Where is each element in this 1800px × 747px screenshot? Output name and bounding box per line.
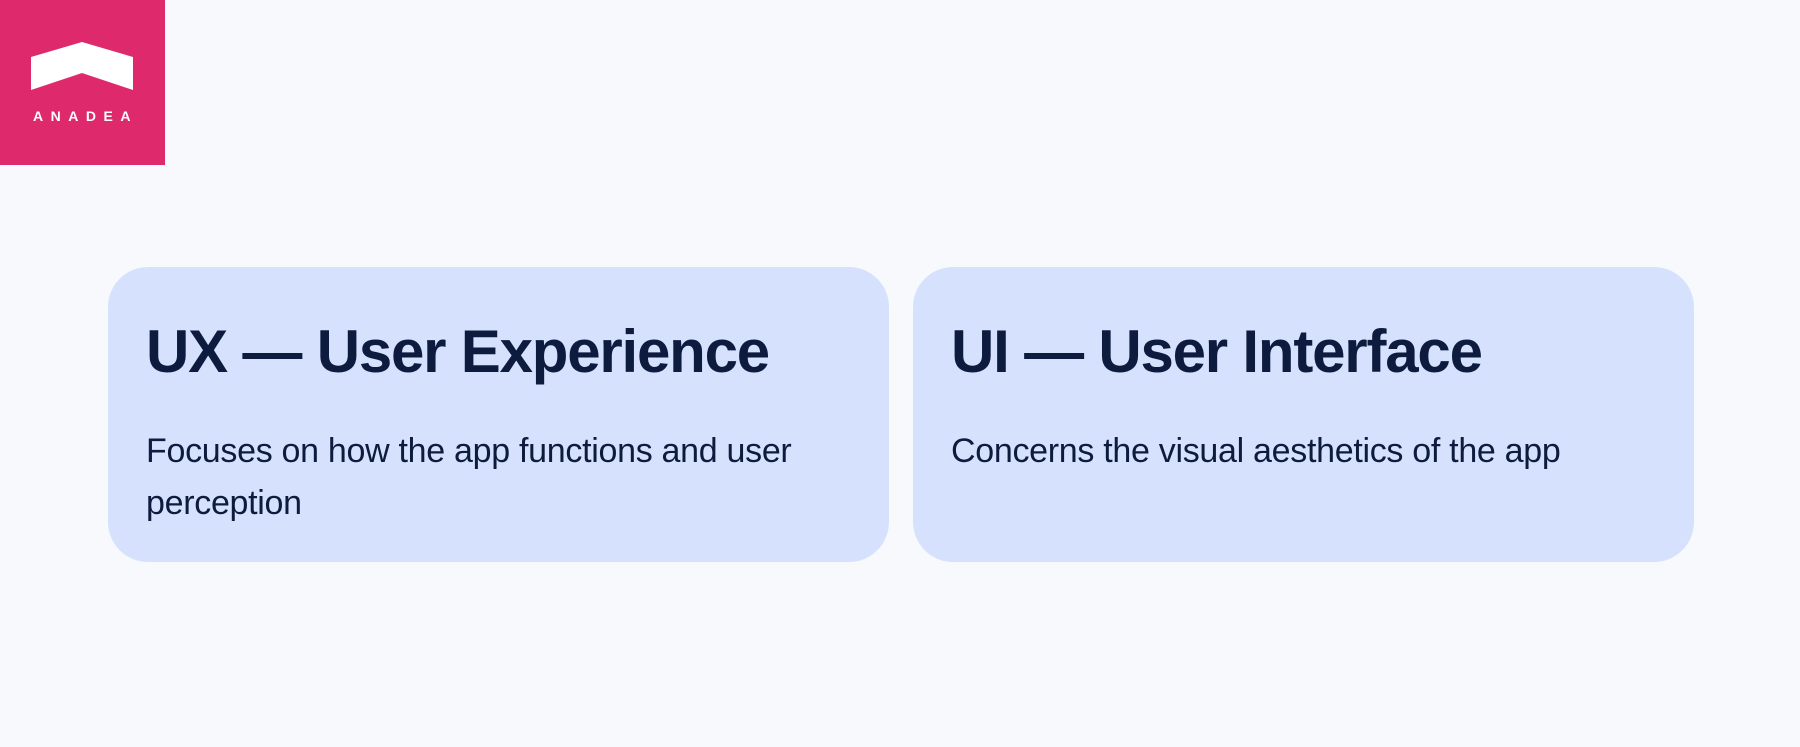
- brand-logo: ANADEA: [0, 0, 165, 165]
- ux-card-title: UX — User Experience: [146, 318, 770, 385]
- ui-card-title: UI — User Interface: [951, 318, 1483, 385]
- chevron-roof-icon: [31, 42, 133, 90]
- ui-card-description: Concerns the visual aesthetics of the ap…: [951, 432, 1561, 470]
- ux-card-description: Focuses on how the app functions and use…: [146, 432, 792, 522]
- brand-name: ANADEA: [33, 108, 138, 124]
- ui-card: UI — User Interface Concerns the visual …: [913, 267, 1694, 562]
- ux-card: UX — User Experience Focuses on how the …: [108, 267, 889, 562]
